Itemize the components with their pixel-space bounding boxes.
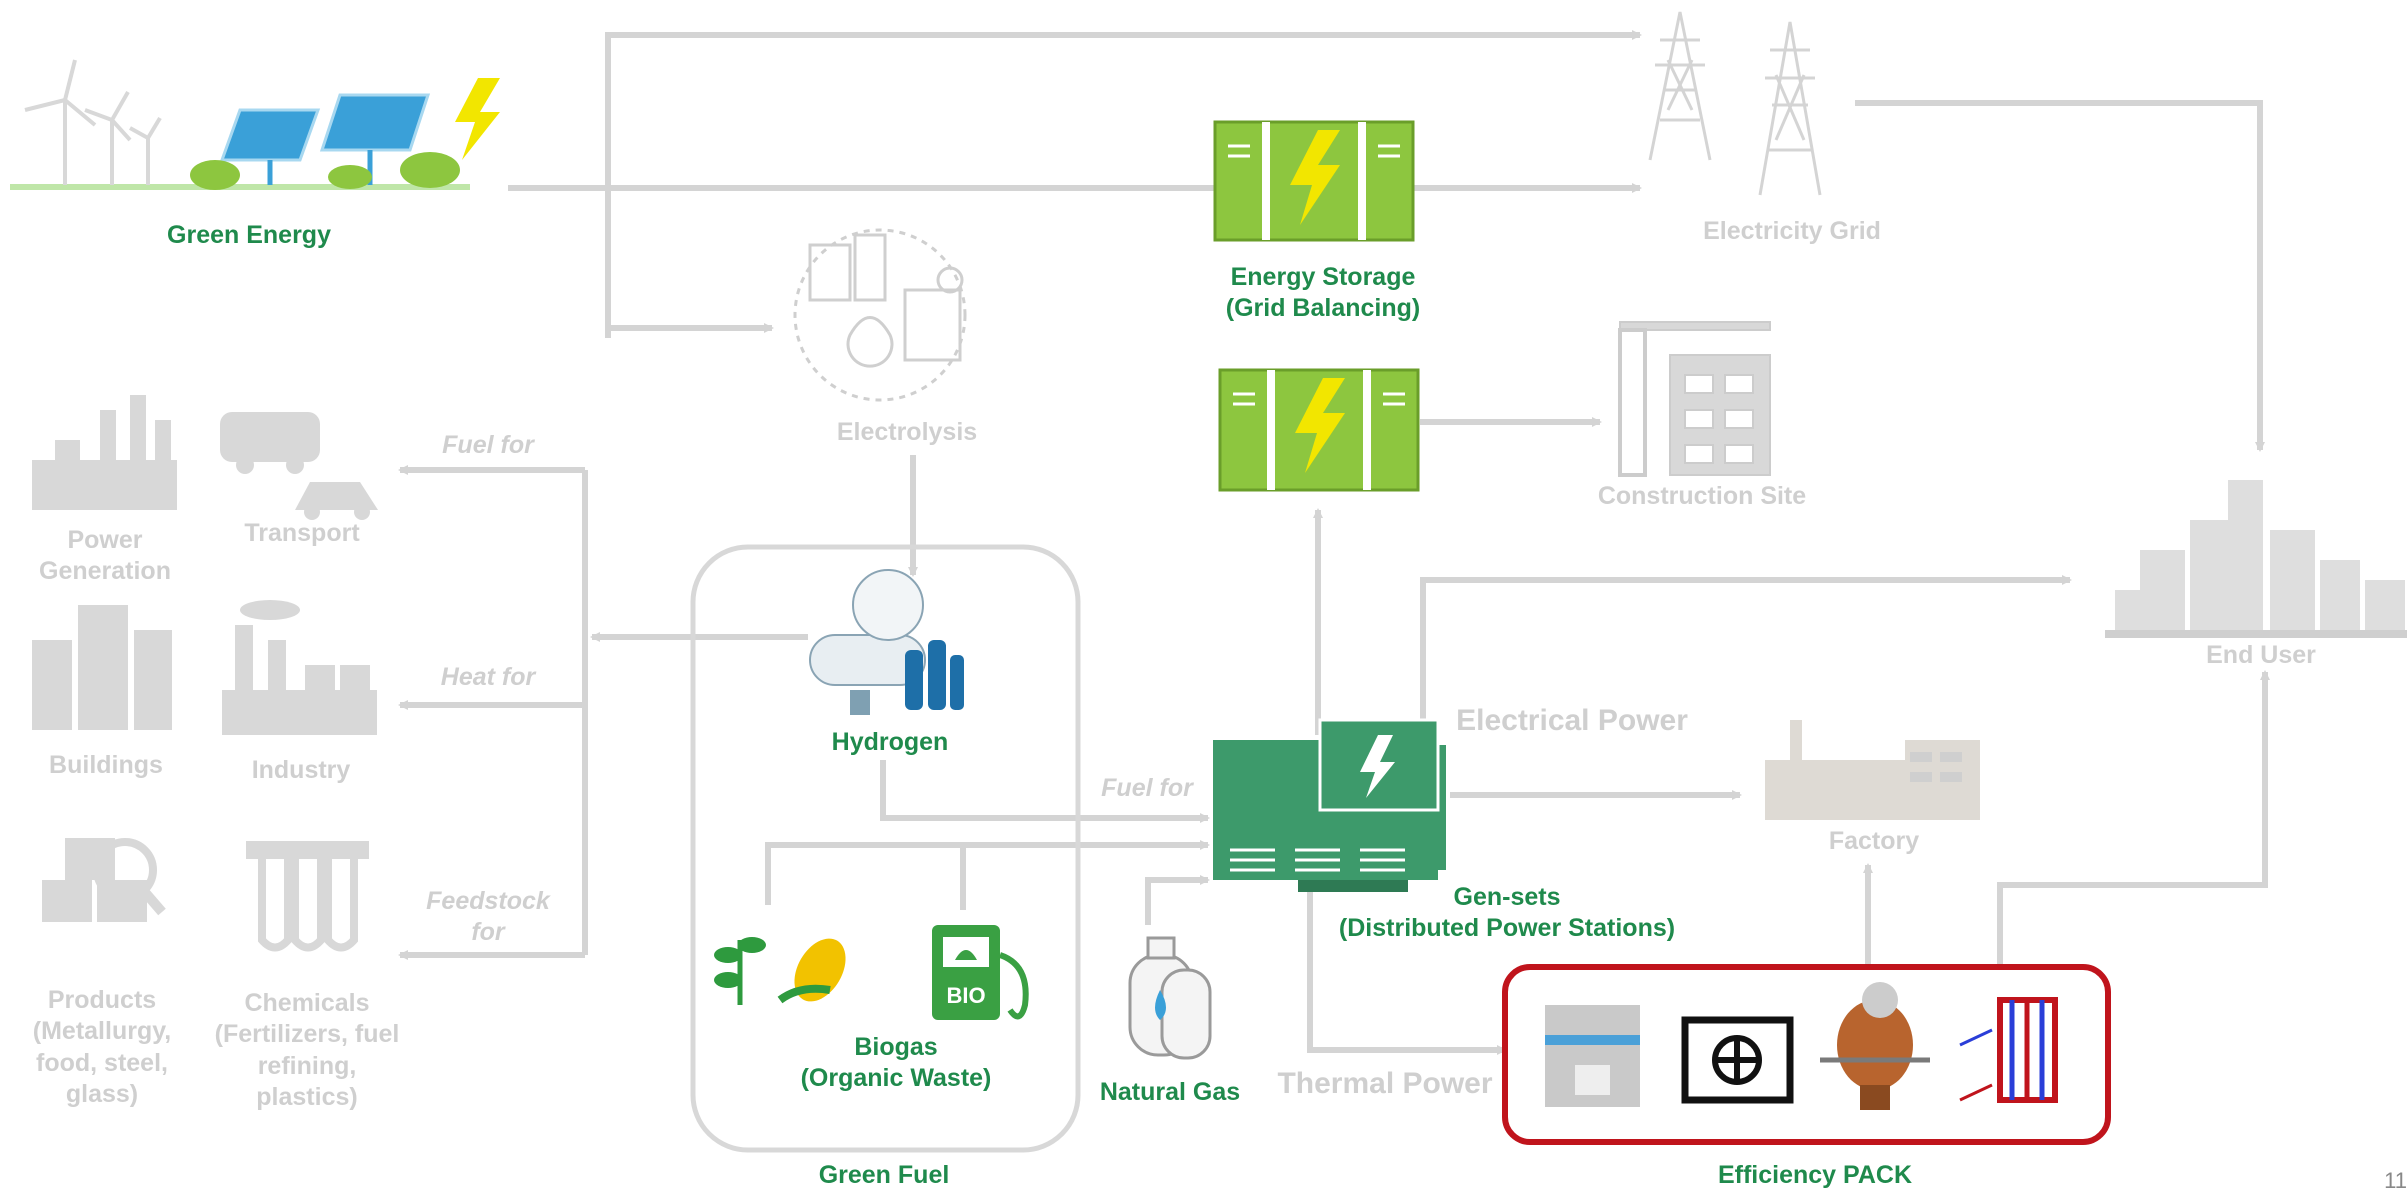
construction-site-label: Construction Site [1597, 482, 1807, 510]
flow-arrows [398, 30, 2270, 1055]
page-number: 11 [2384, 1168, 2407, 1193]
arrow-natgas-to-genset [1145, 875, 1210, 925]
efficiency-pack-label: Efficiency PACK [1717, 1161, 1913, 1189]
natural-gas-label: Natural Gas [1099, 1078, 1241, 1106]
products-icon [42, 838, 166, 922]
heat-recovery-unit-icon [1545, 1005, 1640, 1107]
green-fuel-label: Green Fuel [818, 1161, 950, 1189]
gas-cylinder-icon [1128, 936, 1212, 1060]
electrolysis-icon [793, 228, 967, 402]
battery-icon-2 [1218, 368, 1420, 492]
efficiency-pack-frame [1502, 964, 2111, 1145]
electricity-grid-label: Electricity Grid [1703, 217, 1881, 245]
thermal-power-label: Thermal Power [1277, 1067, 1493, 1100]
bio-fuel-pump-icon: BIO [932, 925, 1029, 1020]
crane-building-icon [1618, 321, 1771, 477]
boiler-icon [1820, 982, 1930, 1110]
green-fuel-container [690, 544, 1081, 1153]
power-pylon-icon [1648, 11, 1822, 196]
city-skyline-icon [2105, 480, 2407, 638]
wind-solar-icon [10, 59, 500, 190]
arrow-hydrogen-to-genset [880, 760, 1210, 823]
chemicals-icon [246, 841, 369, 952]
genset-icon [1213, 718, 1446, 892]
fuel-for-transport-label: Fuel for [442, 431, 534, 459]
green-energy-label: Green Energy [167, 221, 331, 249]
battery-icon [1213, 120, 1415, 242]
heat-exchanger-icon [1959, 997, 2058, 1103]
power-generation-label: Power Generation [39, 526, 171, 586]
biogas-label: Biogas (Organic Waste) [800, 1033, 992, 1093]
gensets-label: Gen-sets (Distributed Power Stations) [1338, 883, 1676, 943]
industry-icon [222, 600, 377, 735]
energy-storage-label: Energy Storage (Grid Balancing) [1225, 263, 1421, 323]
power-generation-icon [32, 395, 177, 510]
industry-label: Industry [251, 756, 351, 784]
fuel-for-gensets-label: Fuel for [1101, 774, 1193, 802]
electrical-power-label: Electrical Power [1456, 704, 1688, 737]
hydrogen-label: Hydrogen [831, 728, 949, 756]
arrow-to-electrolysis [605, 188, 774, 333]
arrow-biogas-to-genset [765, 840, 1210, 905]
buildings-label: Buildings [49, 751, 163, 779]
arrow-pack-to-enduser [1997, 670, 2270, 965]
hydrogen-tank-icon [809, 569, 964, 715]
factory-label: Factory [1828, 827, 1920, 855]
heat-for-label: Heat for [440, 663, 536, 691]
feedstock-for-label: Feedstock for [426, 887, 550, 947]
transport-label: Transport [244, 519, 360, 547]
svg-text:BIO: BIO [946, 983, 985, 1008]
factory-icon [1765, 720, 1980, 820]
fan-cabinet-icon [1681, 1016, 1794, 1104]
arrow-genset-to-enduser [1420, 575, 2072, 740]
arrow-grid-to-enduser [1855, 100, 2265, 452]
end-user-label: End User [2206, 641, 2316, 669]
transport-icon [220, 412, 378, 520]
plant-corn-icon [714, 937, 846, 1005]
buildings-icon [32, 605, 172, 730]
arrow-genset-thermal [1307, 890, 1507, 1055]
products-label: Products (Metallurgy, food, steel, glass… [32, 986, 172, 1108]
electrolysis-label: Electrolysis [836, 418, 978, 446]
chemicals-label: Chemicals (Fertilizers, fuel refining, p… [214, 989, 400, 1111]
